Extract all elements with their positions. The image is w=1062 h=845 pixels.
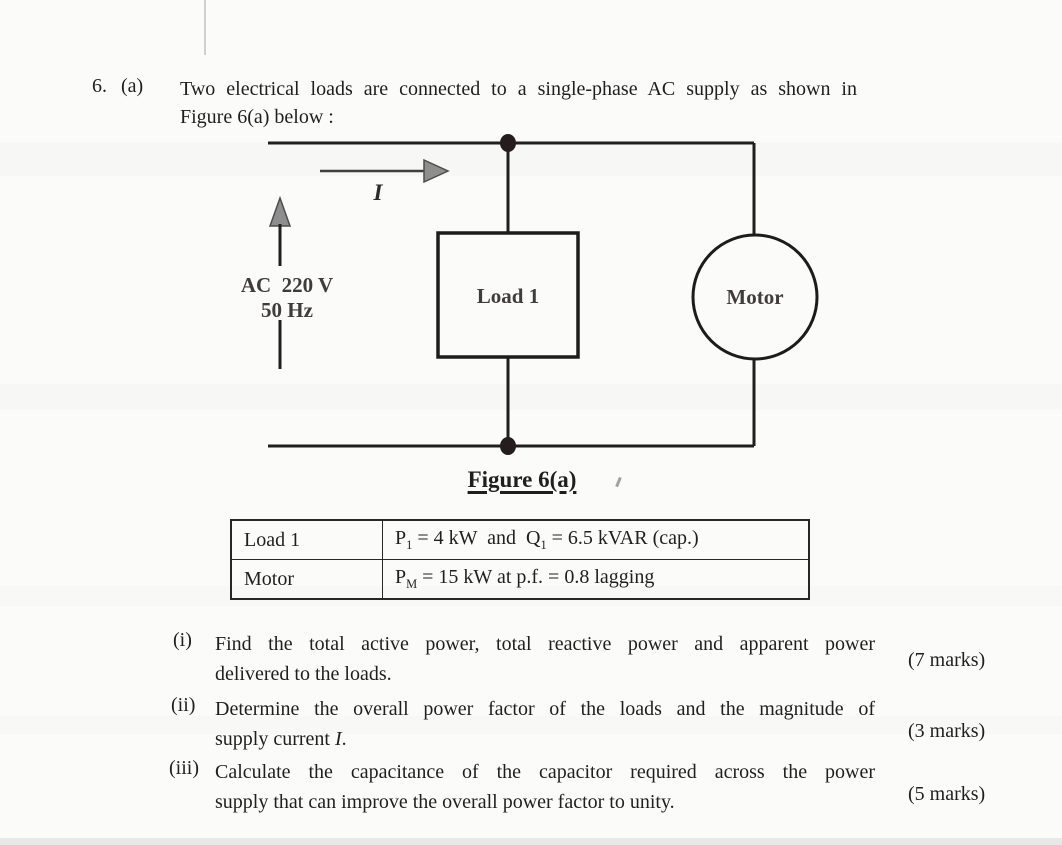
ac-supply-label-line2: 50 Hz <box>261 298 313 322</box>
motor-name-cell: Motor <box>230 559 383 600</box>
marks-ii: (3 marks) <box>908 720 986 742</box>
current-label: I <box>373 180 384 205</box>
subquestion-iii-line-2: supply that can improve the overall powe… <box>215 791 675 813</box>
junction-dot-top <box>500 134 516 152</box>
subquestion-ii-line-1: Determine the overall power factor of th… <box>215 698 875 720</box>
subquestion-ii-label: (ii) <box>171 694 196 716</box>
current-arrowhead-icon <box>423 158 450 184</box>
motor-label: Motor <box>726 285 783 309</box>
load1-box <box>436 231 580 359</box>
subquestion-iii-label: (iii) <box>169 757 199 779</box>
table-row-motor: Motor PM = 15 kW at p.f. = 0.8 lagging <box>230 559 810 600</box>
subquestion-ii-line-2-pre: supply current <box>215 728 335 750</box>
motor-p-subscript: M <box>406 577 418 591</box>
marks-i: (7 marks) <box>908 649 986 671</box>
load1-name-cell: Load 1 <box>230 519 383 560</box>
load1-p-symbol: P <box>395 527 407 549</box>
load-data-table: Load 1 P1 = 4 kW and Q1 = 6.5 kVAR (cap.… <box>230 519 810 600</box>
subquestion-i-label: (i) <box>173 629 192 651</box>
subquestion-i-text: Find the total active power, total react… <box>215 629 875 689</box>
question-intro: Two electrical loads are connected to a … <box>180 75 857 131</box>
ac-supply-label-line1: AC 220 V <box>241 273 333 297</box>
subquestion-i-line-2: delivered to the loads. <box>215 663 392 685</box>
subquestion-ii-line-2: supply current I. <box>215 724 875 754</box>
load1-value-end: = 6.5 kVAR (cap.) <box>546 527 699 549</box>
intro-line-1: Two electrical loads are connected to a … <box>180 78 857 100</box>
current-symbol-italic: I <box>334 728 342 750</box>
question-number: 6. <box>92 75 107 97</box>
load1-label: Load 1 <box>477 284 539 308</box>
motor-p-symbol: P <box>395 566 407 588</box>
load1-q-subscript: 1 <box>540 538 547 552</box>
motor-value-cell: PM = 15 kW at p.f. = 0.8 lagging <box>382 559 810 600</box>
scan-artifact-edge <box>0 838 1062 845</box>
figure-caption: Figure 6(a) <box>467 467 577 492</box>
load1-value-cell: P1 = 4 kW and Q1 = 6.5 kVAR (cap.) <box>382 519 810 560</box>
subquestion-i-line-1: Find the total active power, total react… <box>215 633 875 655</box>
motor-circle <box>691 233 819 361</box>
subquestion-ii-text: Determine the overall power factor of th… <box>215 694 875 754</box>
subquestion-iii-line-1: Calculate the capacitance of the capacit… <box>215 761 875 783</box>
scan-artifact-line <box>204 0 206 55</box>
table-row-load1: Load 1 P1 = 4 kW and Q1 = 6.5 kVAR (cap.… <box>230 519 810 560</box>
motor-value-end: = 15 kW at p.f. = 0.8 lagging <box>417 566 655 588</box>
ac-supply-arrowhead-icon <box>268 195 292 227</box>
intro-line-2: Figure 6(a) below : <box>180 106 334 128</box>
circuit-diagram: Load 1 Motor I AC 220 V 50 Hz <box>241 134 819 455</box>
load1-value-mid: = 4 kW and Q <box>412 527 541 549</box>
marks-iii: (5 marks) <box>908 783 986 805</box>
subquestion-iii-text: Calculate the capacitance of the capacit… <box>215 757 875 817</box>
question-part-label: (a) <box>121 75 144 97</box>
load1-p-subscript: 1 <box>406 538 413 552</box>
subquestion-ii-line-2-post: . <box>341 728 347 750</box>
junction-dot-bottom <box>500 437 516 455</box>
